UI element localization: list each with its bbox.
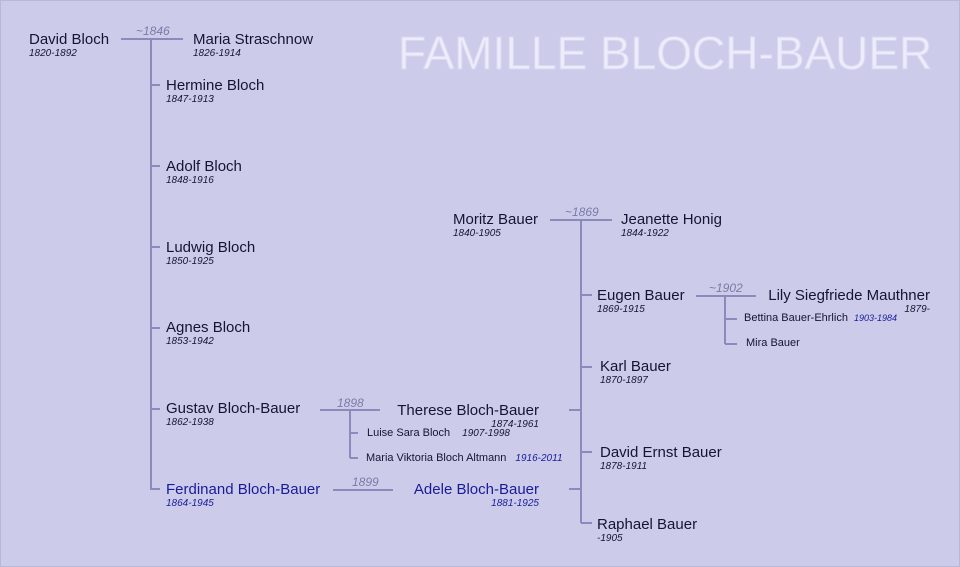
person-dates: 1903-1984 <box>853 313 897 323</box>
person-dates: 1881-1925 <box>491 498 539 509</box>
marriage-year: 1898 <box>337 396 364 410</box>
person-dates: 1864-1945 <box>166 498 214 509</box>
person-name: Adolf Bloch <box>166 158 242 175</box>
person-name: Mira Bauer <box>746 337 800 349</box>
person-name: Raphael Bauer <box>597 516 698 533</box>
person-name: Maria Viktoria Bloch Altmann <box>366 452 507 464</box>
person-name: Agnes Bloch <box>166 319 251 336</box>
diagram-title: FAMILLE BLOCH-BAUER <box>397 27 933 80</box>
person-luise[interactable]: Luise Sara Bloch 1907-1998 <box>367 427 510 440</box>
person-dates: 1853-1942 <box>166 336 214 347</box>
person-dates: 1879- <box>904 304 930 315</box>
person-name: Luise Sara Bloch <box>367 427 451 439</box>
person-dates: 1847-1913 <box>166 94 214 105</box>
person-name: Ferdinand Bloch-Bauer <box>166 481 321 498</box>
person-dates: 1848-1916 <box>166 175 214 186</box>
person-bettina[interactable]: Bettina Bauer-Ehrlich 1903-1984 <box>744 312 897 325</box>
marriage-year: ~1902 <box>709 281 743 295</box>
person-dates: 1826-1914 <box>193 48 241 59</box>
marriage-year: ~1846 <box>136 24 170 38</box>
person-dates: 1870-1897 <box>600 375 648 386</box>
marriage-year: 1899 <box>352 475 379 489</box>
person-dates: 1840-1905 <box>453 228 501 239</box>
person-name: Adele Bloch-Bauer <box>413 481 539 498</box>
person-dates: 1869-1915 <box>597 304 645 315</box>
person-name: David Ernst Bauer <box>600 444 722 461</box>
person-name: Therese Bloch-Bauer <box>397 402 539 419</box>
person-dates: 1862-1938 <box>166 417 214 428</box>
person-name: Gustav Bloch-Bauer <box>166 400 301 417</box>
person-name: Lily Siegfriede Mauthner <box>768 287 930 304</box>
marriage-year: ~1869 <box>565 205 599 219</box>
person-name: Ludwig Bloch <box>166 239 256 256</box>
person-dates: 1907-1998 <box>462 428 510 439</box>
person-dates: 1878-1911 <box>600 461 648 472</box>
person-name: Maria Straschnow <box>193 31 314 48</box>
person-dates: 1916-2011 <box>515 453 563 464</box>
person-name: Eugen Bauer <box>597 287 685 304</box>
person-name: Hermine Bloch <box>166 77 265 94</box>
person-dates: -1905 <box>597 533 623 544</box>
person-mira[interactable]: Mira Bauer <box>746 337 800 350</box>
person-dates: 1874-1961 <box>491 419 539 430</box>
person-name: Bettina Bauer-Ehrlich <box>744 312 848 324</box>
person-name: Karl Bauer <box>600 358 671 375</box>
person-dates: 1850-1925 <box>166 256 214 267</box>
person-dates: 1844-1922 <box>621 228 669 239</box>
person-name: Jeanette Honig <box>621 211 722 228</box>
person-raphael[interactable]: Raphael Bauer-1905 <box>597 516 697 544</box>
person-dates: 1820-1892 <box>29 48 77 59</box>
person-name: David Bloch <box>29 31 110 48</box>
person-name: Moritz Bauer <box>453 211 539 228</box>
person-maria-viktoria[interactable]: Maria Viktoria Bloch Altmann 1916-2011 <box>366 452 563 465</box>
